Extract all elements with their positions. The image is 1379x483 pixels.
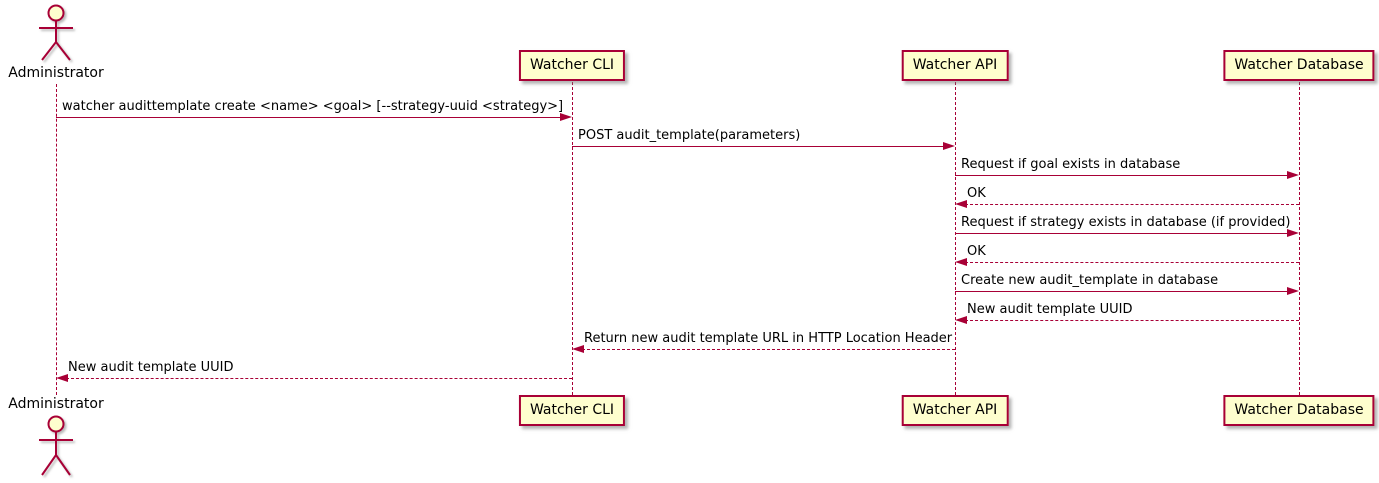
message-line: [965, 204, 1299, 205]
message-arrowhead-icon: [56, 374, 68, 382]
message-line: [582, 349, 955, 350]
message-label: Request if goal exists in database: [961, 157, 1181, 172]
participant-watcher-cli-top: Watcher CLI: [518, 50, 626, 81]
lifeline-watcher-cli: [572, 82, 573, 395]
actor-icon: [39, 4, 73, 61]
lifeline-watcher-database: [1299, 82, 1300, 395]
message-label: POST audit_template(parameters): [578, 128, 801, 143]
message-label: New audit template UUID: [967, 302, 1133, 317]
message-arrowhead-icon: [572, 345, 584, 353]
message-label: OK: [967, 244, 986, 259]
participant-watcher-database-bottom: Watcher Database: [1223, 395, 1375, 426]
message-label: Create new audit_template in database: [961, 273, 1219, 288]
participant-watcher-api-top: Watcher API: [901, 50, 1009, 81]
participant-watcher-cli-bottom: Watcher CLI: [518, 395, 626, 426]
message-label: New audit template UUID: [68, 360, 234, 375]
lifeline-watcher-api: [955, 82, 956, 395]
participant-watcher-api-bottom: Watcher API: [901, 395, 1009, 426]
message-arrowhead-icon: [1287, 171, 1299, 179]
actor-label-top: Administrator: [8, 65, 104, 81]
message-arrowhead-icon: [560, 113, 572, 121]
message-label: Request if strategy exists in database (…: [961, 215, 1291, 230]
message-line: [955, 233, 1289, 234]
message-line: [955, 291, 1289, 292]
message-arrowhead-icon: [1287, 287, 1299, 295]
message-arrowhead-icon: [1287, 229, 1299, 237]
message-line: [965, 262, 1299, 263]
message-arrowhead-icon: [955, 258, 967, 266]
message-line: [66, 378, 572, 379]
message-arrowhead-icon: [955, 316, 967, 324]
message-line: [955, 175, 1289, 176]
participant-watcher-database-top: Watcher Database: [1223, 50, 1375, 81]
lifeline-administrator: [56, 84, 57, 395]
message-line: [572, 146, 945, 147]
message-line: [56, 117, 562, 118]
message-arrowhead-icon: [955, 200, 967, 208]
message-label: Return new audit template URL in HTTP Lo…: [584, 331, 953, 346]
actor-icon: [39, 415, 73, 476]
message-arrowhead-icon: [943, 142, 955, 150]
message-line: [965, 320, 1299, 321]
message-label: OK: [967, 186, 986, 201]
message-label: watcher audittemplate create <name> <goa…: [62, 99, 564, 114]
actor-label-bottom: Administrator: [8, 396, 104, 412]
